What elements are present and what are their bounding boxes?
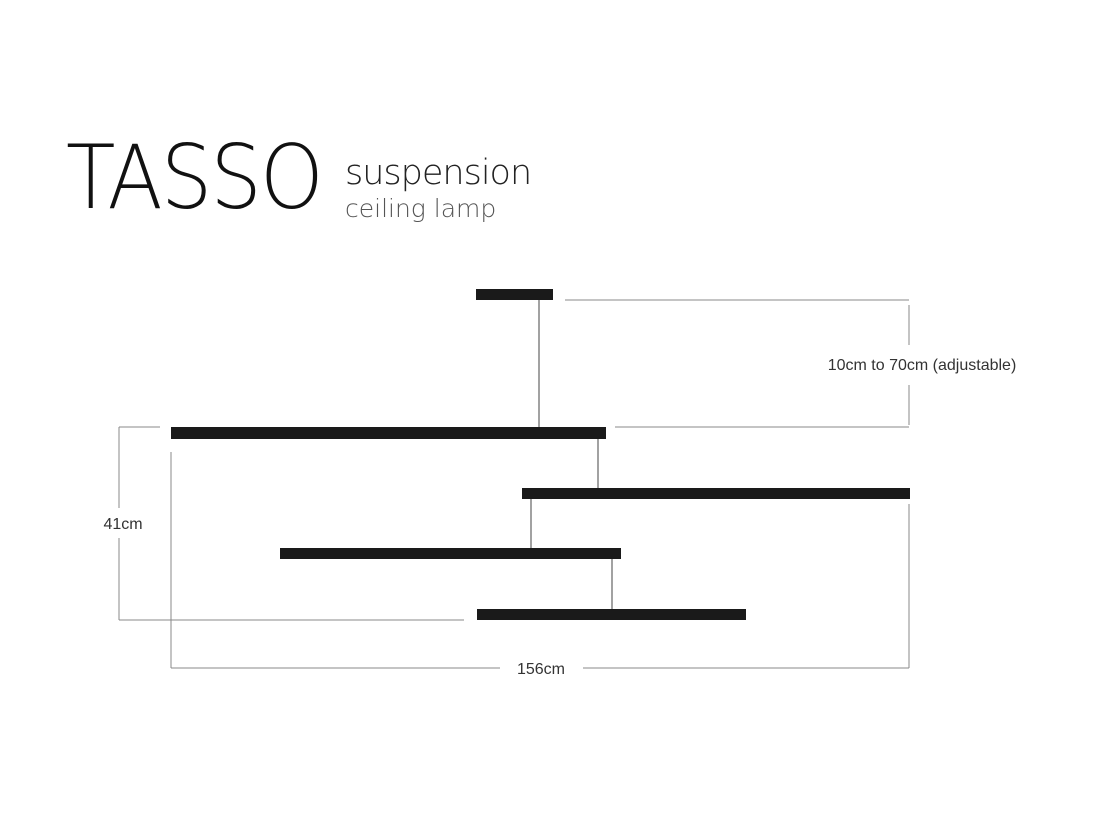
width-label: 156cm <box>517 661 565 678</box>
cable-length-label: 10cm to 70cm (adjustable) <box>828 357 1017 374</box>
light-bar-3 <box>280 548 621 559</box>
light-bar-2 <box>522 488 910 499</box>
height-label: 41cm <box>103 516 142 533</box>
product-type: suspension <box>345 153 532 193</box>
light-bar-1 <box>171 427 606 439</box>
product-subtype: ceiling lamp <box>345 194 497 223</box>
brand-name: TASSO <box>66 126 324 229</box>
light-bar-4 <box>477 609 746 620</box>
ceiling-canopy <box>476 289 553 300</box>
